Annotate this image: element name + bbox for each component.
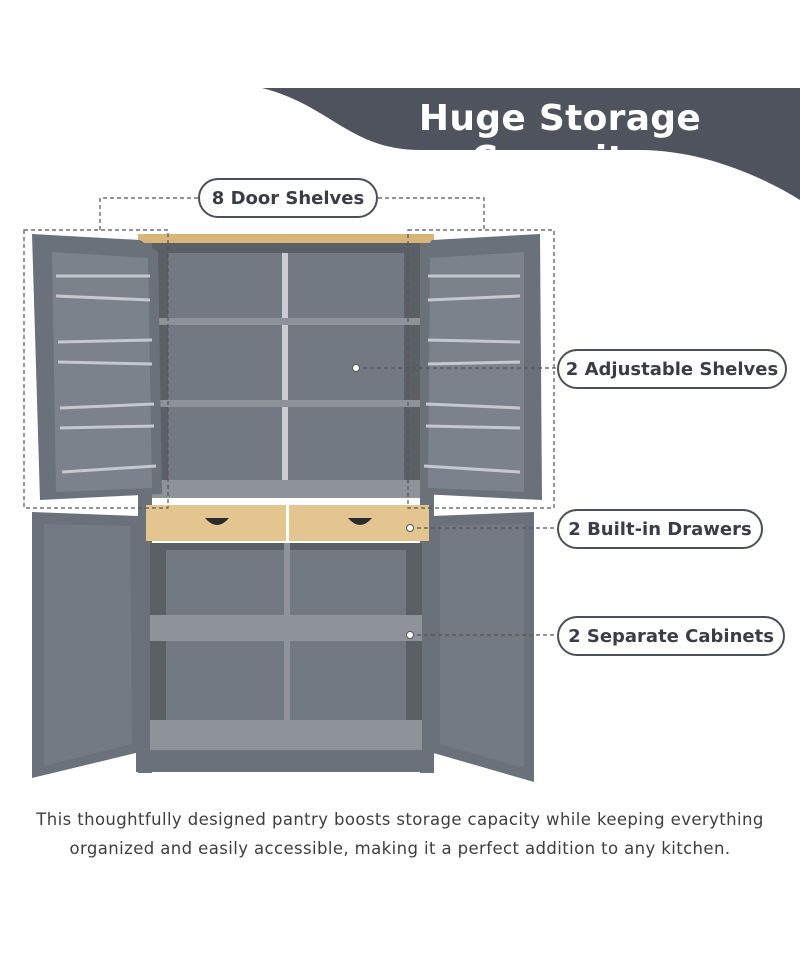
callout-built-in-drawers: 2 Built-in Drawers — [557, 509, 763, 549]
lower-left-door-inner — [44, 524, 132, 766]
banner-shape — [262, 88, 800, 150]
cabinet-base — [136, 750, 434, 772]
adjustable-shelf-1 — [150, 318, 422, 325]
header-banner — [262, 88, 800, 200]
banner-title: Huge Storage Capacity — [418, 98, 702, 180]
callout-adjustable-shelves: 2 Adjustable Shelves — [557, 349, 787, 389]
drawer-handle-right — [348, 518, 372, 525]
upper-right-door-inner — [428, 252, 524, 492]
caption-line-1: This thoughtfully designed pantry boosts… — [36, 810, 764, 829]
dot-adjustable — [352, 364, 360, 372]
callout-separate-cabinets: 2 Separate Cabinets — [557, 616, 785, 656]
drawer-handle-left — [205, 518, 229, 525]
upper-left-door-racks — [55, 274, 157, 474]
door-shelves-connector — [99, 197, 485, 230]
adjustable-shelf-2 — [150, 400, 422, 407]
upper-right-door-racks — [423, 274, 521, 474]
upper-left-door-inner — [52, 252, 152, 492]
upper-bottom-shelf — [150, 480, 422, 498]
center-divider-lower — [284, 543, 290, 748]
caption-line-2: organized and easily accessible, making … — [69, 839, 731, 858]
dot-drawers — [406, 524, 414, 532]
callout-door-shelves: 8 Door Shelves — [198, 178, 378, 218]
callout-leaders — [356, 367, 557, 636]
left-door-highlight-box — [23, 229, 169, 509]
lower-shelf — [150, 615, 422, 641]
dot-cabinets — [406, 631, 414, 639]
lower-right-door-inner — [440, 524, 524, 768]
door-shelf-highlights — [23, 197, 555, 509]
description-caption: This thoughtfully designed pantry boosts… — [20, 805, 780, 863]
banner-shape-lower — [420, 150, 800, 200]
pantry-cabinet-illustration — [23, 197, 557, 782]
right-door-highlight-box — [407, 229, 555, 509]
wood-top — [138, 234, 434, 243]
lower-floor — [150, 720, 422, 750]
center-divider-upper — [282, 253, 288, 493]
